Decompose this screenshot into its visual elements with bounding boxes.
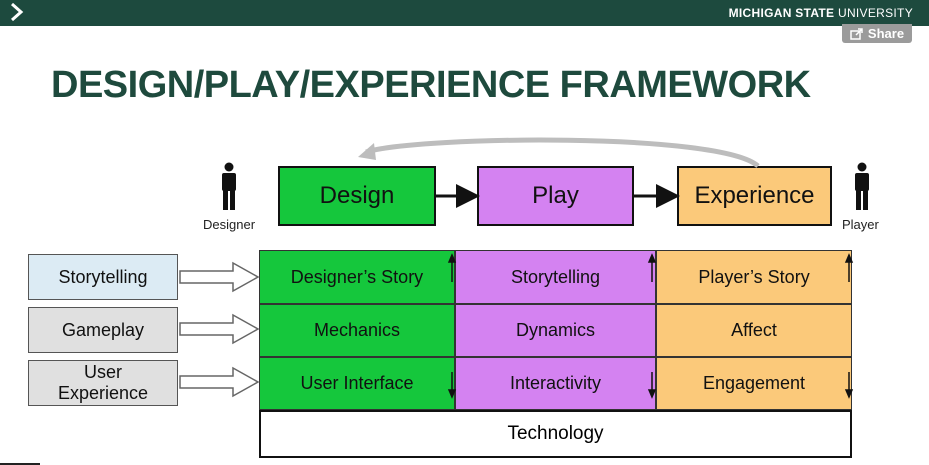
- cell-interactivity: Interactivity: [455, 357, 656, 410]
- flow-design-box: Design: [278, 166, 436, 226]
- designer-caption: Designer: [203, 217, 256, 232]
- technology-box: Technology: [259, 410, 852, 458]
- gameplay-hollow-arrow: [179, 313, 260, 345]
- flow-play-box: Play: [477, 166, 634, 226]
- left-label-user-experience: User Experience: [28, 360, 178, 406]
- cell-storytelling: Storytelling: [455, 250, 656, 304]
- player-person-icon: [855, 162, 869, 210]
- ux-hollow-arrow: [179, 366, 260, 398]
- feedback-arc-arrow: [365, 137, 760, 169]
- cell-user-interface: User Interface: [259, 357, 455, 410]
- university-brand: MICHIGAN STATE UNIVERSITY: [729, 6, 913, 20]
- cell-dynamics: Dynamics: [455, 304, 656, 357]
- left-label-gameplay: Gameplay: [28, 307, 178, 353]
- cell-players-story: Player’s Story: [656, 250, 852, 304]
- brand-light: UNIVERSITY: [837, 6, 913, 20]
- designer-person-icon: [222, 162, 236, 210]
- feedback-arrowhead: [358, 143, 376, 160]
- share-button[interactable]: Share: [842, 24, 912, 43]
- bottom-edge-bar: [0, 463, 40, 465]
- storytelling-hollow-arrow: [179, 261, 260, 293]
- flow-experience-box: Experience: [677, 166, 832, 226]
- left-label-storytelling: Storytelling: [28, 254, 178, 300]
- share-label: Share: [867, 26, 905, 41]
- chevron-right-icon[interactable]: [6, 1, 28, 23]
- share-icon: [850, 27, 863, 40]
- slide-title: DESIGN/PLAY/EXPERIENCE FRAMEWORK: [51, 64, 811, 106]
- header-bar: MICHIGAN STATE UNIVERSITY: [0, 0, 929, 26]
- cell-engagement: Engagement: [656, 357, 852, 410]
- cell-designers-story: Designer’s Story: [259, 250, 455, 304]
- player-caption: Player: [842, 217, 879, 232]
- brand-bold: MICHIGAN STATE: [728, 6, 835, 20]
- cell-affect: Affect: [656, 304, 852, 357]
- cell-mechanics: Mechanics: [259, 304, 455, 357]
